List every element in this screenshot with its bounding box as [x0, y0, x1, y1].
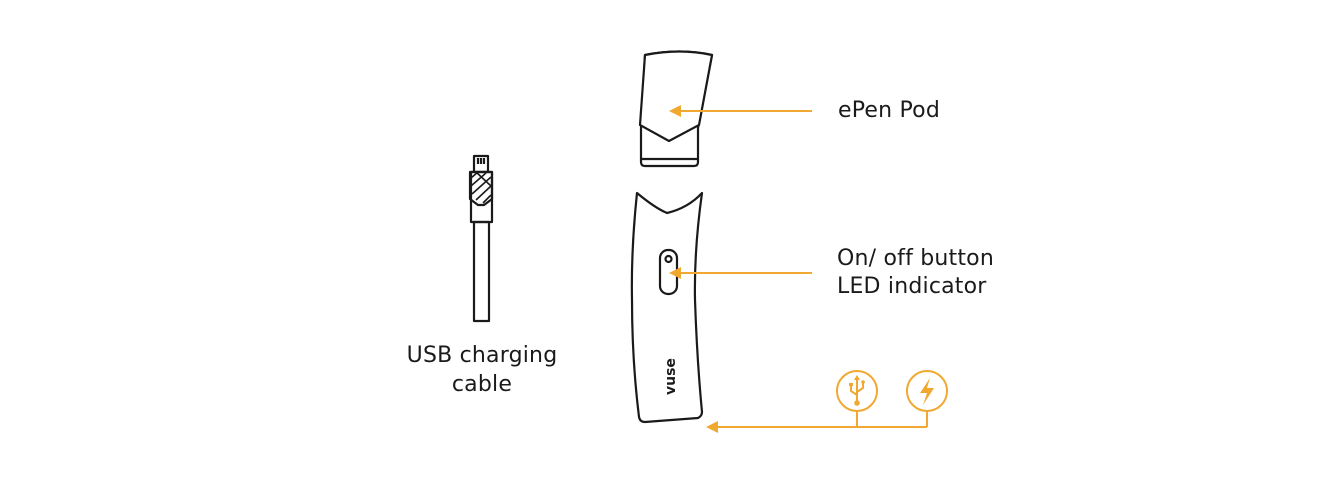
label-led-indicator: LED indicator	[837, 274, 987, 299]
usb-icon	[836, 370, 878, 412]
lightning-bolt-icon	[906, 370, 948, 412]
device-body: vuse	[630, 191, 704, 424]
label-cable: cable	[451, 372, 513, 397]
brand-logo: vuse	[663, 358, 679, 395]
label-epen-pod: ePen Pod	[838, 98, 940, 123]
led-indicator	[664, 254, 673, 264]
usb-charging-cable	[468, 154, 494, 323]
label-on-off-button: On/ off button	[837, 246, 994, 271]
callout-arrows	[669, 105, 928, 433]
label-usb-charging: USB charging	[406, 343, 558, 368]
